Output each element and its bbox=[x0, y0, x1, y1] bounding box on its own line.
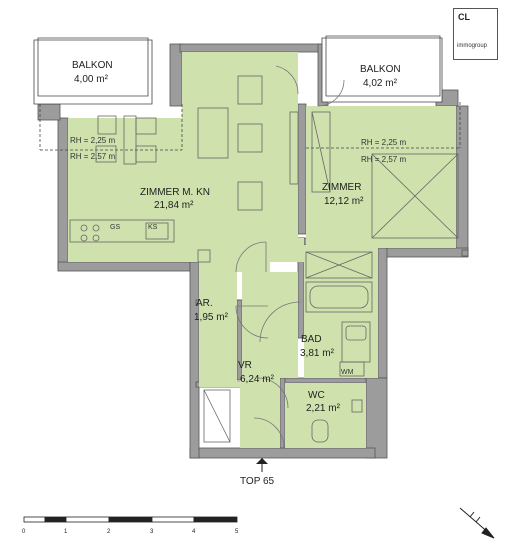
logo: CL immogroup bbox=[453, 8, 498, 60]
zimmer-area: 12,12 m² bbox=[324, 196, 364, 207]
fixture-ks: KS bbox=[148, 224, 158, 231]
height-left-1: RH = 2,25 m bbox=[70, 136, 115, 145]
fixture-gs: GS bbox=[110, 224, 120, 231]
balconies bbox=[33, 35, 461, 151]
balkon-right-area: 4,02 m² bbox=[363, 78, 398, 89]
height-right-2: RH = 2,57 m bbox=[361, 155, 406, 164]
zimmer-kn-name: ZIMMER M. KN bbox=[140, 187, 210, 198]
scale-tick-5: 5 bbox=[235, 529, 239, 535]
scale-tick-1: 1 bbox=[64, 529, 68, 535]
scale-bar bbox=[23, 516, 238, 523]
entrance-marker bbox=[256, 458, 268, 472]
entrance-label: TOP 65 bbox=[240, 476, 275, 487]
zimmer-name: ZIMMER bbox=[322, 182, 361, 193]
room-fills bbox=[68, 52, 456, 448]
scale-tick-2: 2 bbox=[107, 529, 111, 535]
vr-name: VR bbox=[238, 360, 252, 371]
scale-tick-3: 3 bbox=[150, 529, 154, 535]
logo-name: immogroup bbox=[457, 43, 488, 49]
ar-area: 1,95 m² bbox=[194, 312, 229, 323]
logo-initials: CL bbox=[458, 12, 470, 22]
north-arrow-icon bbox=[459, 507, 495, 539]
zimmer-kn-area: 21,84 m² bbox=[154, 200, 194, 211]
ar-name: AR. bbox=[196, 298, 213, 309]
balkon-left-name: BALKON bbox=[72, 60, 113, 71]
wc-name: WC bbox=[308, 390, 325, 401]
fixture-wm: WM bbox=[341, 369, 354, 376]
height-right-1: RH = 2,25 m bbox=[361, 138, 406, 147]
balkon-left-area: 4,00 m² bbox=[74, 74, 109, 85]
bad-area: 3,81 m² bbox=[300, 348, 335, 359]
doors bbox=[235, 65, 345, 449]
scale-tick-4: 4 bbox=[192, 529, 196, 535]
furniture bbox=[69, 75, 459, 443]
scale-tick-0: 0 bbox=[22, 529, 26, 535]
height-left-2: RH = 2,57 m bbox=[70, 152, 115, 161]
bad-name: BAD bbox=[301, 334, 322, 345]
vr-area: 6,24 m² bbox=[240, 374, 275, 385]
balkon-right-name: BALKON bbox=[360, 64, 401, 75]
wc-area: 2,21 m² bbox=[306, 403, 341, 414]
